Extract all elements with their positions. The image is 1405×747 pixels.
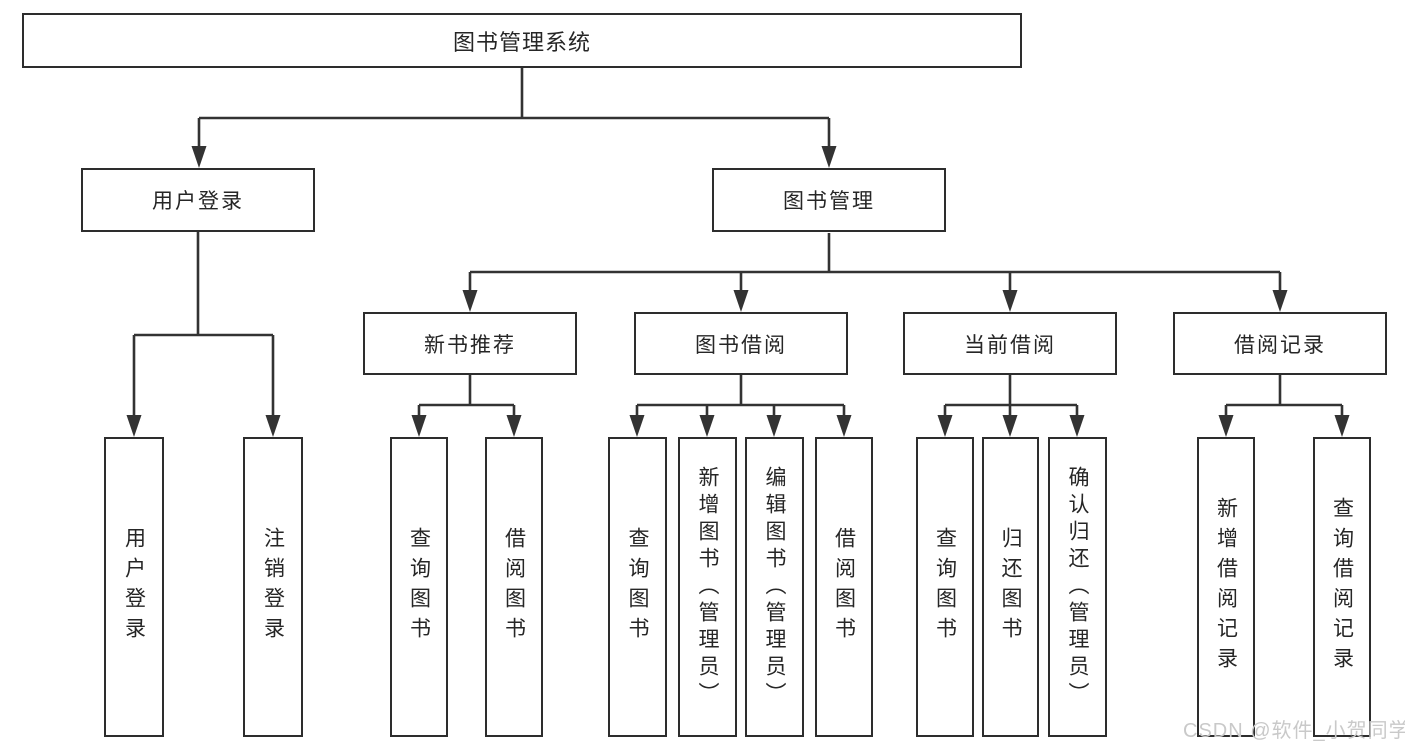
leaf-edit-book-admin: 编辑图书（管理员）: [745, 437, 804, 737]
leaf-query-borrow-record: 查询借阅记录: [1313, 437, 1371, 737]
leaf-user-login: 用户登录: [104, 437, 164, 737]
node-label: 归还图书: [999, 527, 1022, 647]
leaf-logout: 注销登录: [243, 437, 303, 737]
node-label: 查询图书: [407, 527, 431, 647]
leaf-add-book-admin: 新增图书（管理员）: [678, 437, 737, 737]
node-label: 注销登录: [261, 527, 285, 647]
node-label: 编辑图书（管理员）: [763, 465, 786, 709]
leaf-borrow-books-borrowing: 借阅图书: [815, 437, 873, 737]
node-book-management: 图书管理: [712, 168, 946, 232]
node-label: 用户登录: [122, 527, 146, 647]
node-label: 新增图书（管理员）: [696, 465, 719, 709]
node-label: 新增借阅记录: [1214, 497, 1238, 677]
node-label: 新书推荐: [424, 333, 516, 357]
leaf-query-books-current: 查询图书: [916, 437, 974, 737]
node-label: 查询图书: [626, 527, 649, 647]
node-label: 图书管理系统: [452, 29, 591, 55]
node-label: 查询借阅记录: [1330, 497, 1354, 677]
leaf-add-borrow-record: 新增借阅记录: [1197, 437, 1255, 737]
node-user-login: 用户登录: [81, 168, 315, 232]
node-current-borrowing: 当前借阅: [903, 312, 1117, 375]
node-label: 借阅图书: [832, 527, 856, 647]
node-label: 确认归还（管理员）: [1066, 465, 1089, 709]
node-library-management-system: 图书管理系统: [22, 13, 1022, 68]
leaf-return-books: 归还图书: [982, 437, 1039, 737]
leaf-confirm-return-admin: 确认归还（管理员）: [1048, 437, 1107, 737]
node-label: 借阅记录: [1234, 333, 1326, 357]
node-new-book-recommendation: 新书推荐: [363, 312, 577, 375]
leaf-query-books-borrowing: 查询图书: [608, 437, 667, 737]
node-book-borrowing: 图书借阅: [634, 312, 848, 375]
node-label: 查询图书: [933, 527, 957, 647]
leaf-query-books-recommend: 查询图书: [390, 437, 448, 737]
node-label: 当前借阅: [964, 333, 1056, 357]
node-borrowing-records: 借阅记录: [1173, 312, 1387, 375]
node-label: 图书借阅: [695, 333, 787, 357]
node-label: 图书管理: [783, 190, 875, 213]
leaf-borrow-books-recommend: 借阅图书: [485, 437, 543, 737]
node-label: 借阅图书: [502, 527, 526, 647]
node-label: 用户登录: [152, 190, 244, 213]
